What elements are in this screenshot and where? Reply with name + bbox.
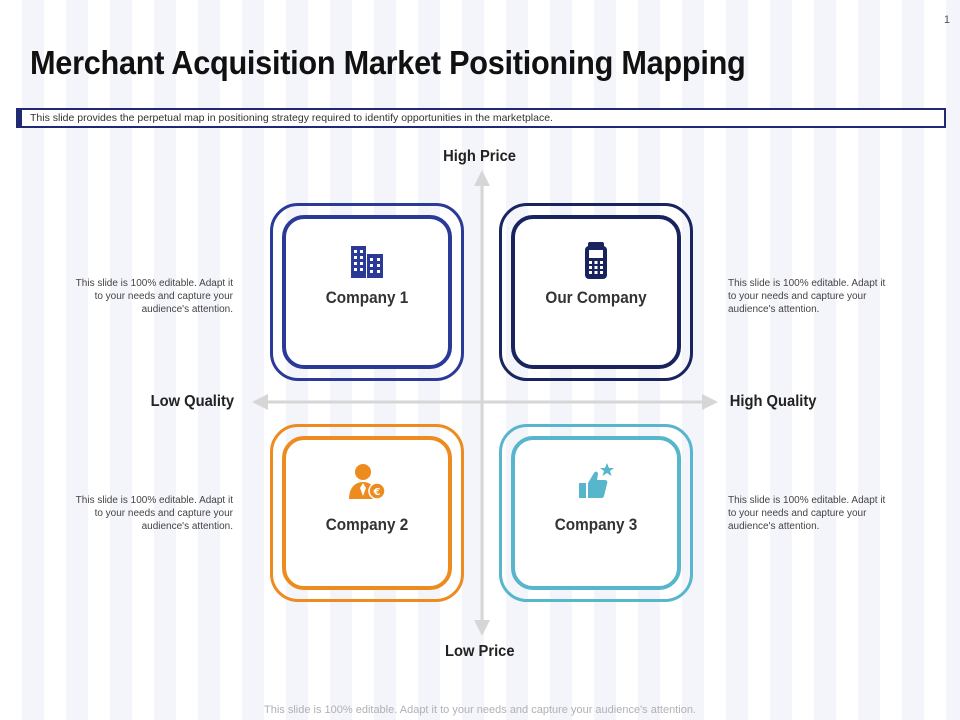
axis-label-low-quality: Low Quality: [150, 393, 235, 410]
note-top-left: This slide is 100% editable. Adapt it to…: [75, 278, 233, 315]
quadrant-card-our-company: Our Company: [499, 203, 693, 381]
arrow-down-icon: [474, 620, 490, 636]
quadrant-card-inner: [282, 436, 452, 590]
quadrant-label: Our Company: [545, 288, 647, 307]
axis-label-high-quality: High Quality: [729, 393, 817, 410]
axis-label-high-price: High Price: [443, 148, 516, 165]
subtitle-bar: This slide provides the perpetual map in…: [16, 108, 946, 128]
arrow-up-icon: [474, 170, 490, 186]
quadrant-card-company-2: € Company 2: [270, 424, 464, 602]
quadrant-card-inner: [511, 436, 681, 590]
note-bottom-left: This slide is 100% editable. Adapt it to…: [75, 495, 233, 532]
thumbs-up-star-icon: [579, 463, 614, 498]
note-bottom-right: This slide is 100% editable. Adapt it to…: [728, 495, 886, 532]
payment-terminal-icon: [585, 242, 607, 279]
note-top-right: This slide is 100% editable. Adapt it to…: [728, 278, 886, 315]
axis-label-low-price: Low Price: [445, 643, 515, 660]
quadrant-card-company-1: Company 1: [270, 203, 464, 381]
page-title: Merchant Acquisition Market Positioning …: [30, 44, 746, 81]
quadrant-label: Company 2: [325, 515, 409, 534]
quadrant-label: Company 1: [325, 288, 409, 307]
quadrant-label: Company 3: [554, 515, 638, 534]
page-number: 1: [943, 14, 950, 26]
footer-text: This slide is 100% editable. Adapt it to…: [264, 704, 696, 716]
quadrant-card-company-3: Company 3: [499, 424, 693, 602]
arrow-left-icon: [252, 394, 268, 410]
svg-text:€: €: [373, 487, 381, 498]
quadrant-card-inner: [282, 215, 452, 369]
office-building-icon: [351, 246, 383, 278]
businessman-euro-icon: €: [349, 464, 386, 500]
quadrant-card-inner: [511, 215, 681, 369]
arrow-right-icon: [702, 394, 718, 410]
